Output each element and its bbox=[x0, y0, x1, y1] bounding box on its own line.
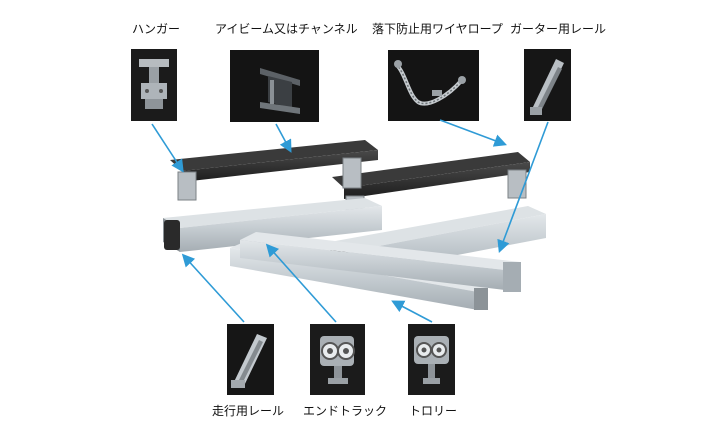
arrow-end-track bbox=[265, 243, 337, 323]
end-track-photo bbox=[310, 324, 365, 395]
label-trolley: トロリー bbox=[409, 404, 458, 418]
i-beam-left bbox=[170, 140, 378, 182]
i-beam-right bbox=[332, 152, 530, 199]
arrow-hanger bbox=[151, 123, 184, 173]
arrow-running-rail bbox=[181, 253, 245, 323]
label-girder-rail: ガーター用レール bbox=[510, 22, 607, 36]
label-end-track: エンドトラック bbox=[303, 404, 388, 418]
label-fall-prevention-wire: 落下防止用ワイヤロープ bbox=[372, 22, 503, 36]
wire-rope-photo bbox=[388, 50, 479, 121]
trolley-photo bbox=[408, 324, 455, 395]
hanger-photo bbox=[131, 49, 177, 121]
arrow-girder-rail bbox=[497, 121, 549, 253]
arrow-i-beam bbox=[275, 123, 292, 153]
i-beam-photo bbox=[230, 50, 319, 122]
girder-rail-left bbox=[163, 198, 382, 252]
label-running-rail: 走行用レール bbox=[212, 404, 285, 418]
label-i-beam-channel: アイビーム又はチャンネル bbox=[215, 22, 358, 36]
arrow-trolley bbox=[391, 300, 433, 323]
arrow-wire-rope bbox=[439, 119, 507, 147]
girder-rail-photo bbox=[524, 49, 571, 121]
running-rail-photo bbox=[227, 324, 274, 395]
running-rail-back bbox=[240, 232, 521, 292]
label-hanger: ハンガー bbox=[132, 22, 181, 36]
